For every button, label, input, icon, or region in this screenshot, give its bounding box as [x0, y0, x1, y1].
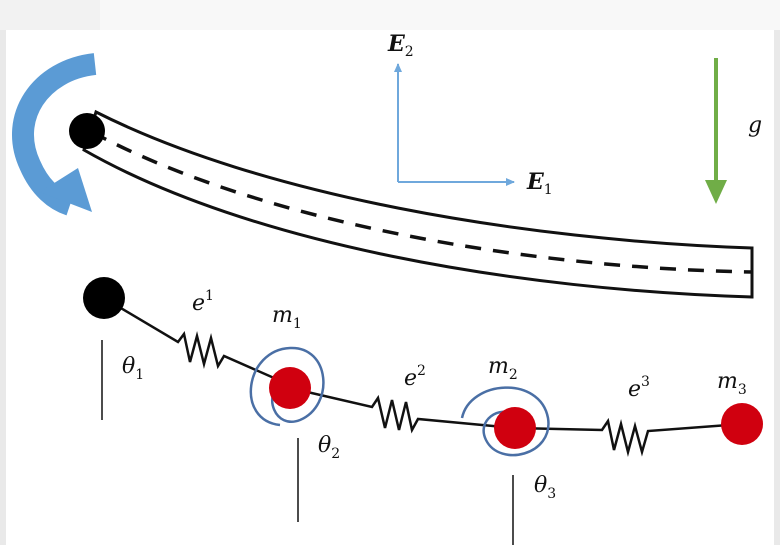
label-E1: E1: [526, 169, 553, 198]
spring-e2: [289, 386, 516, 434]
label-theta2: θ2: [318, 433, 340, 462]
beam-pivot-joint: [69, 113, 105, 149]
label-m1: m1: [272, 303, 302, 332]
spring-e3: [514, 417, 743, 457]
coordinate-axes: [394, 63, 515, 186]
label-e2: e2: [404, 363, 426, 391]
label-m3: m3: [717, 369, 747, 398]
label-gravity: g: [748, 113, 762, 138]
label-m2: m2: [488, 354, 518, 383]
discrete-chain: [83, 277, 763, 545]
mass-m3: [721, 403, 763, 445]
label-e1: e1: [192, 288, 214, 316]
rotation-arrow-icon: [12, 53, 97, 216]
top-band-inner: [100, 0, 780, 30]
mass-m2: [494, 407, 536, 449]
chain-root-node: [83, 277, 125, 319]
beam-outline: [82, 109, 754, 299]
label-theta1: θ1: [122, 354, 144, 383]
label-e3: e3: [628, 374, 650, 402]
flexible-beam: [82, 109, 754, 299]
label-theta3: θ3: [534, 473, 556, 502]
gravity-arrow-icon: [705, 58, 727, 204]
beam-centerline: [91, 130, 753, 274]
label-E2: E2: [387, 31, 414, 60]
spring-e1: [103, 296, 291, 387]
mass-m1: [269, 367, 311, 409]
top-band: [0, 0, 780, 30]
